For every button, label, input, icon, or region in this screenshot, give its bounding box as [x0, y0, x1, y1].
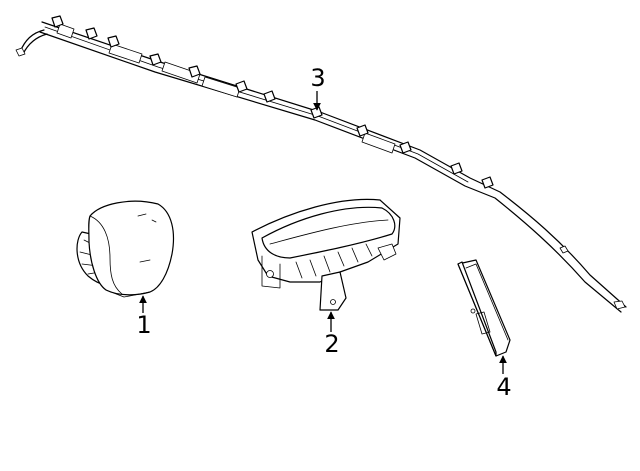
callout-4: 4 — [496, 373, 511, 401]
knee-airbag-icon — [457, 259, 511, 357]
passenger-airbag-icon — [251, 198, 401, 311]
callout-2: 2 — [324, 330, 339, 358]
steering-wheel-airbag-icon — [76, 200, 175, 298]
callout-arrows — [139, 91, 507, 374]
callout-3: 3 — [310, 64, 325, 92]
callout-1: 1 — [136, 311, 151, 339]
